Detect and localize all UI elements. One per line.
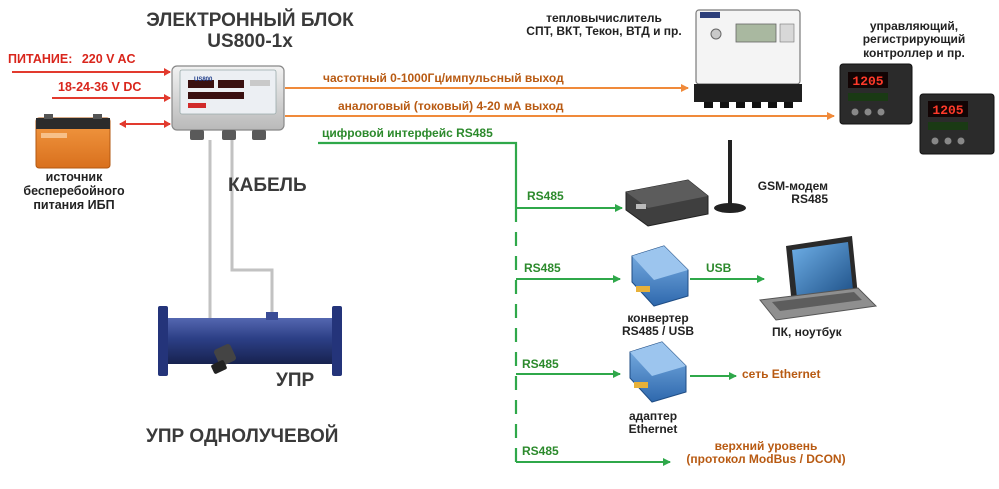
adapter-line2: Ethernet: [628, 422, 678, 437]
converter-label: конвертер RS485 / USB: [606, 311, 710, 339]
adapter-line1: адаптер: [628, 409, 678, 423]
upper-level-line2: (протокол ModBus / DCON): [686, 452, 846, 467]
ups-line1: источник: [45, 170, 103, 184]
upr-flowmeter-icon: [158, 306, 342, 376]
ups-battery-icon: [35, 114, 111, 169]
power-caption: ПИТАНИЕ:: [8, 52, 73, 66]
ups-line3: питания ИБП: [33, 198, 115, 212]
unit-title-line1: ЭЛЕКТРОННЫЙ БЛОК: [146, 10, 354, 31]
unit-title-line2: US800-1x: [207, 31, 293, 53]
upper-level-label: верхний уровень (протокол ModBus / DCON): [668, 439, 864, 467]
heat-calculator-line2: СПТ, ВКТ, Текон, ВТД и пр.: [526, 24, 682, 39]
laptop-icon: [759, 236, 878, 321]
gsm-line1: GSM-модем: [757, 179, 828, 193]
electronic-unit-icon: [171, 65, 285, 140]
frequency-output-label: частотный 0-1000Гц/импульсный выход: [323, 71, 564, 85]
controller-label: управляющий, регистрирующий контроллер и…: [834, 19, 994, 60]
controller-line3: контроллер и пр.: [863, 45, 965, 60]
controller-line1: управляющий,: [869, 19, 959, 33]
pc-label: ПК, ноутбук: [772, 325, 842, 339]
gsm-line2: RS485: [791, 192, 828, 207]
upr-label: УПР: [276, 370, 315, 391]
power-dc: 18-24-36 V DC: [58, 80, 142, 94]
rs485-label-upper: RS485: [522, 444, 559, 458]
unit-brand-label: US800: [194, 77, 213, 83]
controller-icon-2: 1205: [919, 93, 995, 155]
unit-title: ЭЛЕКТРОННЫЙ БЛОК US800-1x: [138, 10, 362, 53]
power-label: ПИТАНИЕ: 220 V AC: [8, 52, 136, 66]
converter-line2: RS485 / USB: [621, 324, 695, 339]
gsm-modem-icon: [625, 140, 746, 227]
analog-output-label: аналоговый (токовый) 4-20 мА выход: [338, 99, 564, 113]
power-arrows: [12, 68, 171, 128]
power-ac: 220 V AC: [81, 52, 136, 66]
rs485-bus: [318, 141, 765, 466]
controller-line2: регистрирующий: [862, 32, 966, 47]
converter-icon: [631, 245, 689, 307]
heat-calculator-line1: тепловычислитель: [546, 11, 662, 25]
digital-interface-label: цифровой интерфейс RS485: [322, 126, 493, 140]
ups-label: источник бесперебойного питания ИБП: [12, 170, 136, 212]
rs485-label-adapter: RS485: [522, 357, 559, 371]
converter-line1: конвертер: [627, 311, 689, 325]
ups-line2: бесперебойного: [23, 184, 125, 198]
ethernet-adapter-icon: [629, 341, 687, 403]
heat-calculator-icon: [694, 9, 802, 108]
upr-caption: УПР ОДНОЛУЧЕВОЙ: [146, 426, 339, 447]
usb-label: USB: [706, 261, 732, 275]
upper-level-line1: верхний уровень: [714, 439, 818, 453]
adapter-label: адаптер Ethernet: [606, 409, 700, 437]
controller-display-1: 1205: [852, 74, 883, 89]
analog-output-lines: [285, 84, 835, 120]
ethernet-network-label: сеть Ethernet: [742, 367, 821, 381]
rs485-label-gsm: RS485: [527, 189, 564, 203]
controller-display-2: 1205: [932, 103, 963, 118]
cable-label: КАБЕЛЬ: [228, 175, 307, 196]
heat-calculator-label: тепловычислитель СПТ, ВКТ, Текон, ВТД и …: [506, 11, 702, 39]
gsm-label: GSM-модем RS485: [748, 179, 828, 207]
controller-icon-1: 1205: [839, 63, 913, 125]
rs485-label-converter: RS485: [524, 261, 561, 275]
